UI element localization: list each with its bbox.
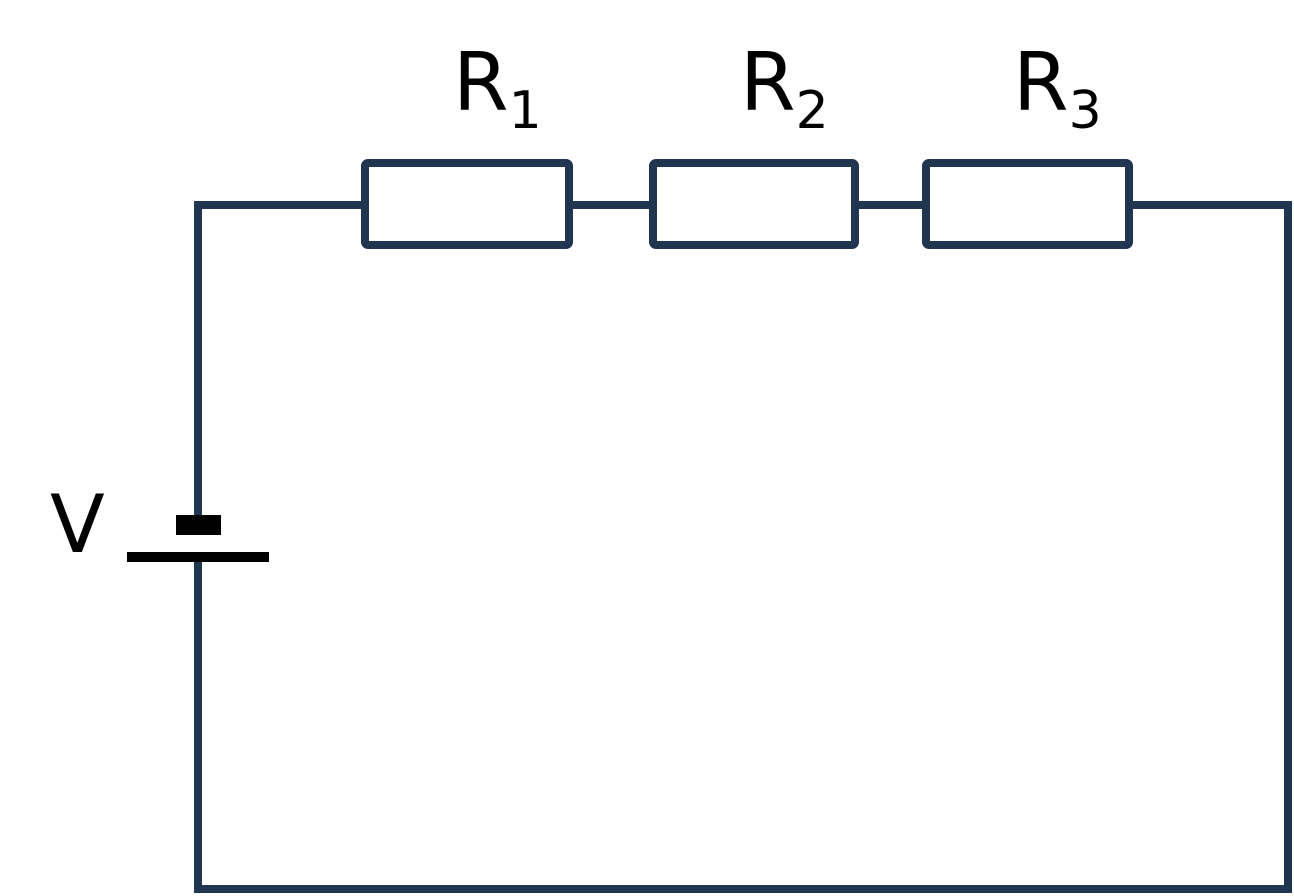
battery-label: V bbox=[50, 478, 105, 571]
resistor-subscript: 2 bbox=[796, 81, 829, 141]
battery-short-plate bbox=[176, 515, 221, 535]
battery-symbol bbox=[127, 515, 269, 562]
resistor-r1 bbox=[361, 159, 573, 249]
wire-top-left bbox=[194, 201, 369, 524]
resistor-label-r3: R3 bbox=[1013, 36, 1102, 141]
resistor-label-r2: R2 bbox=[740, 36, 829, 141]
resistor-letter: R bbox=[453, 36, 509, 129]
resistor-r3 bbox=[922, 159, 1133, 249]
battery-long-plate bbox=[127, 552, 269, 562]
resistor-label-r1: R1 bbox=[453, 36, 542, 141]
resistor-subscript: 1 bbox=[509, 81, 542, 141]
resistors bbox=[361, 159, 1133, 249]
resistor-subscript: 3 bbox=[1069, 81, 1102, 141]
wire-right-loop bbox=[194, 201, 1292, 893]
resistor-r2 bbox=[649, 159, 859, 249]
resistor-letter: R bbox=[740, 36, 796, 129]
resistor-letter: R bbox=[1013, 36, 1069, 129]
wires bbox=[194, 201, 1292, 893]
